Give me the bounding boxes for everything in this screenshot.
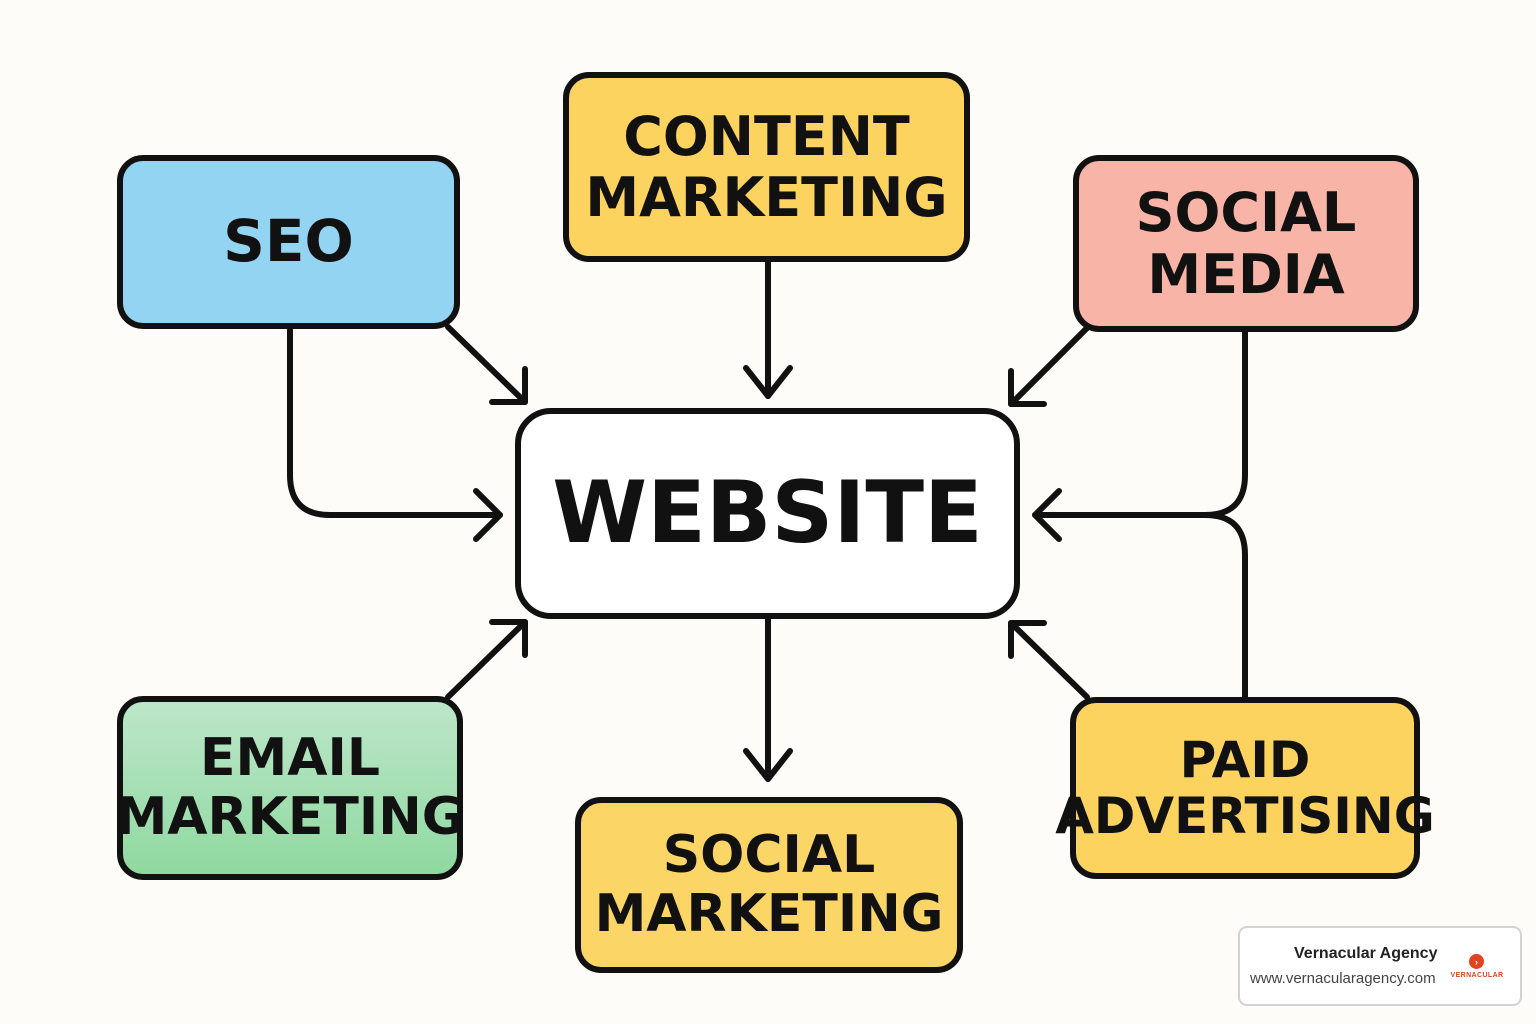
badge-agency-name: Vernacular Agency [1294, 945, 1438, 962]
arrowhead [1008, 368, 1047, 407]
node-social-marketing-label-line1: SOCIAL [662, 825, 876, 886]
edge-paid-advertising-to-website-elbow [1202, 512, 1248, 700]
edge-social-media-to-website [1008, 325, 1090, 407]
badge-agency-url: www.vernacularagency.com [1250, 970, 1436, 987]
watermark-badge: Vernacular Agency www.vernacularagency.c… [1238, 926, 1522, 1006]
node-paid-advertising-label-line2: ADVERTISING [1055, 787, 1435, 845]
node-social-media-label-line1: SOCIAL [1135, 181, 1357, 245]
edge-seo-to-website [445, 324, 528, 405]
node-website-label: WEBSITE [552, 462, 983, 563]
node-paid-advertising-label-line1: PAID [1179, 730, 1311, 789]
node-social-marketing-label-line2: MARKETING [594, 884, 944, 944]
arrowhead [489, 619, 528, 658]
node-social-media: SOCIAL MEDIA [1073, 155, 1419, 332]
edge-paid-advertising-to-website [1008, 620, 1090, 700]
arrowhead [489, 366, 528, 405]
arrowhead [743, 365, 793, 399]
node-content-marketing: CONTENT MARKETING [563, 72, 970, 262]
vernacular-logo-icon: › VERNACULAR [1442, 952, 1512, 984]
arrowhead [743, 748, 793, 782]
node-email-marketing: EMAIL MARKETING [115, 696, 465, 880]
edge-seo-to-website-elbow [287, 327, 503, 518]
node-email-marketing-label-line2: MARKETING [115, 787, 465, 847]
edge-social-media-to-website-elbow [1032, 329, 1248, 518]
node-email-marketing-label-line1: EMAIL [200, 728, 380, 789]
arrowhead [1008, 620, 1047, 659]
node-paid-advertising: PAID ADVERTISING [1055, 697, 1435, 879]
logo-mark-icon: › [1469, 954, 1484, 969]
logo-wordmark: VERNACULAR [1450, 972, 1504, 979]
node-social-media-label-line2: MEDIA [1147, 242, 1345, 306]
node-seo-label: SEO [223, 207, 354, 276]
edge-email-to-website [445, 619, 528, 700]
node-website: WEBSITE [515, 408, 1020, 619]
arrowhead [1032, 488, 1062, 542]
node-content-marketing-label-line2: MARKETING [585, 166, 948, 229]
node-seo: SEO [117, 155, 460, 329]
node-social-marketing: SOCIAL MARKETING [575, 797, 963, 973]
arrowhead [473, 488, 503, 542]
node-content-marketing-label-line1: CONTENT [623, 104, 910, 168]
